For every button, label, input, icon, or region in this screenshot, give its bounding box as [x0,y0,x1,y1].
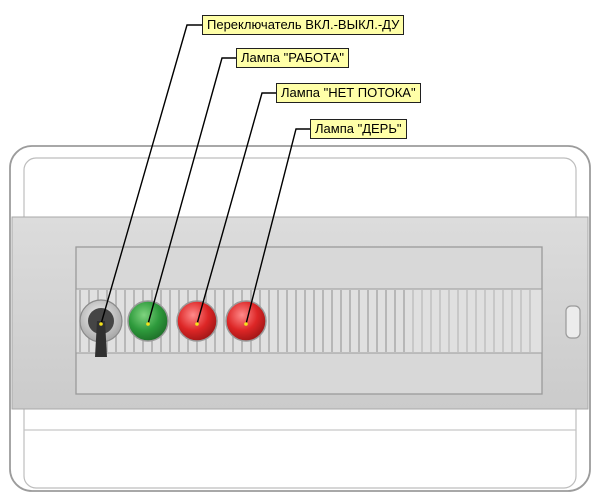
leader-line-work [147,57,236,325]
pointer-dots [99,322,248,326]
callout-lamp-derj: Лампа "ДЕРЬ" [310,119,407,139]
enclosure-latch [565,305,581,339]
lamp-no-flow [176,300,218,342]
pointer-dot-work [146,322,150,326]
pointer-dot-switch [99,322,103,326]
leader-line-no-flow [196,92,276,325]
lamp-derj [225,300,267,342]
leader-line-derj [245,128,310,325]
lamp-work [127,300,169,342]
callout-switch: Переключатель ВКЛ.-ВЫКЛ.-ДУ [202,15,405,35]
pointer-dot-no-flow [195,322,199,326]
pointer-dot-derj [244,322,248,326]
control-switch[interactable] [79,299,123,357]
leader-lines [100,24,310,325]
callout-lamp-no-flow: Лампа "НЕТ ПОТОКА" [276,83,421,103]
leader-line-switch [100,24,202,325]
callout-lamp-work: Лампа "РАБОТА" [236,48,349,68]
